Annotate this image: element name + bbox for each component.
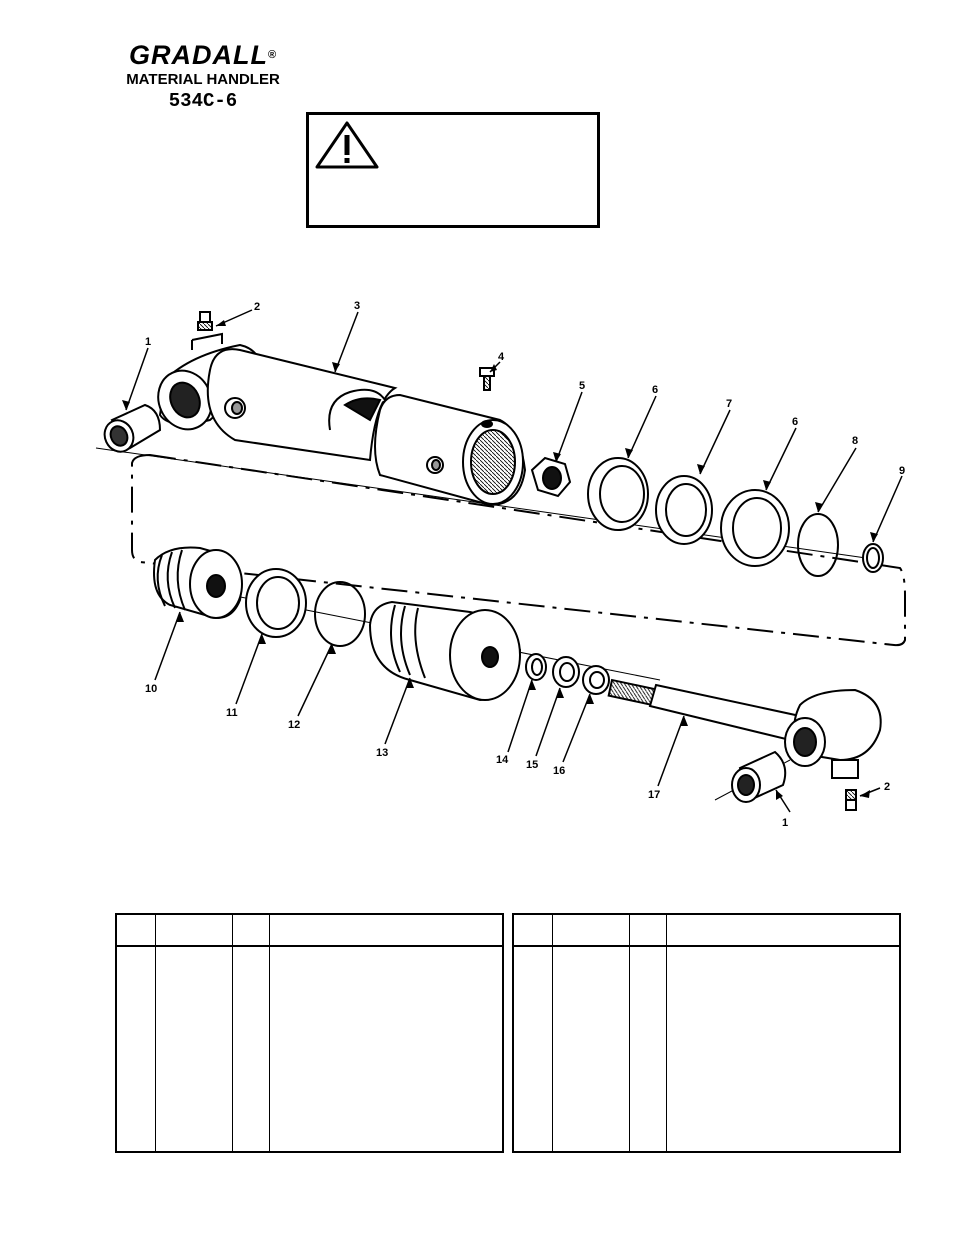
barrel-tube-3 <box>206 348 398 462</box>
bushing-1-top <box>103 403 162 453</box>
o-ring-8 <box>797 513 839 577</box>
table-header-row <box>513 914 900 947</box>
backup-ring-9 <box>862 543 884 573</box>
callout-8: 8 <box>852 435 858 447</box>
bushing-1-bottom <box>731 750 787 803</box>
callout-3: 3 <box>354 300 360 312</box>
header-cell-item <box>116 914 156 947</box>
barrel-head-section <box>374 393 527 507</box>
callout-13: 13 <box>376 747 388 759</box>
callout-1-top: 1 <box>145 336 151 348</box>
parts-table-left <box>115 913 504 1153</box>
header-cell-part-number <box>552 914 630 947</box>
header-cell-qty <box>232 914 270 947</box>
callout-9: 9 <box>899 465 905 477</box>
seal-ring-7 <box>655 475 713 545</box>
callout-6-b: 6 <box>792 416 798 428</box>
callout-11: 11 <box>226 707 238 719</box>
ring-11 <box>245 568 307 638</box>
callout-14: 14 <box>496 754 509 766</box>
brand-logo: GRADALL® <box>128 40 278 70</box>
piston-rod-17 <box>607 678 882 779</box>
callout-16: 16 <box>553 765 565 777</box>
callout-4: 4 <box>498 351 505 363</box>
screw-4 <box>479 367 495 391</box>
header-cell-qty <box>629 914 667 947</box>
model-number: 534C-6 <box>168 90 238 112</box>
wear-ring-6-b <box>720 489 790 567</box>
header-cell-description <box>269 914 503 947</box>
warning-box <box>306 112 600 228</box>
seal-15 <box>552 656 580 688</box>
callout-17: 17 <box>648 789 660 801</box>
header-cell-part-number <box>155 914 233 947</box>
table-body-row <box>116 946 503 1152</box>
callout-10: 10 <box>145 683 157 695</box>
table-header-row <box>116 914 503 947</box>
piston-10 <box>153 546 243 619</box>
callout-12: 12 <box>288 719 300 731</box>
grease-fitting-2-bottom <box>845 789 857 811</box>
nut-5 <box>530 456 572 498</box>
table-body-row <box>513 946 900 1152</box>
callout-15: 15 <box>526 759 538 771</box>
seal-14 <box>525 653 547 681</box>
wear-ring-6-a <box>587 457 649 531</box>
exploded-cylinder-diagram: 1 2 3 4 5 6 7 6 8 9 10 11 12 13 14 15 16… <box>95 300 906 829</box>
callout-5: 5 <box>579 380 585 392</box>
callout-7: 7 <box>726 398 732 410</box>
callout-1-bottom: 1 <box>782 817 788 829</box>
callout-2-bottom: 2 <box>884 781 890 793</box>
grease-fitting-2-top <box>191 311 223 350</box>
gland-13 <box>368 600 522 702</box>
header-cell-item <box>513 914 553 947</box>
callout-2-top: 2 <box>254 301 260 313</box>
warning-triangle-icon <box>315 121 379 169</box>
product-name: MATERIAL HANDLER <box>126 71 280 88</box>
callout-6-a: 6 <box>652 384 658 396</box>
brand-block: GRADALL® MATERIAL HANDLER 534C-6 <box>108 40 298 112</box>
seal-16 <box>582 665 610 695</box>
header-cell-description <box>666 914 900 947</box>
o-ring-12 <box>314 581 366 647</box>
parts-table-right <box>512 913 901 1153</box>
